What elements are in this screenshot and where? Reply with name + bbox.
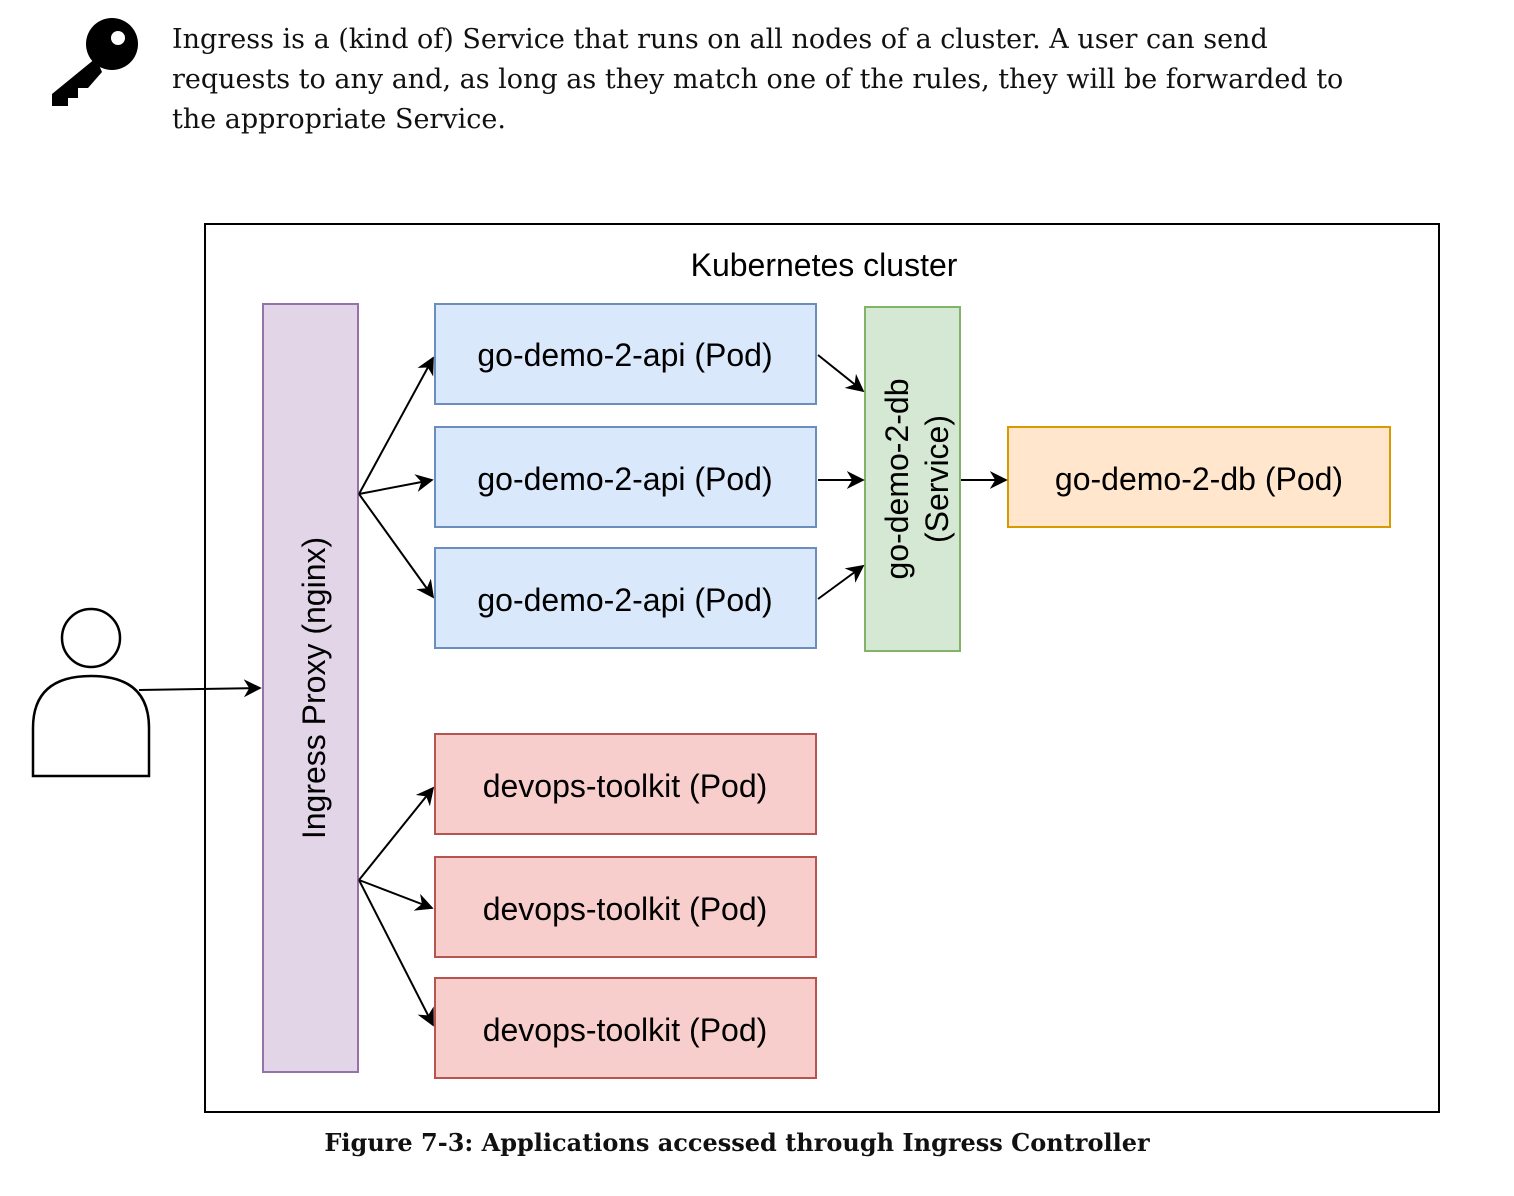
api-pod-3-label: go-demo-2-api (Pod) bbox=[477, 582, 772, 618]
ingress-to-api-1-arrow bbox=[358, 356, 434, 495]
toolkit-pod-3-box bbox=[434, 977, 817, 1079]
toolkit-pod-2-label: devops-toolkit (Pod) bbox=[483, 891, 768, 927]
api-pod-1-box bbox=[434, 303, 817, 405]
tip-text: Ingress is a (kind of) Service that runs… bbox=[172, 24, 1344, 135]
cluster-frame bbox=[204, 223, 1440, 1113]
toolkit-pod-3-label: devops-toolkit (Pod) bbox=[483, 1012, 768, 1048]
toolkit-pod-1-label: devops-toolkit (Pod) bbox=[483, 768, 768, 804]
toolkit-pod-2-box bbox=[434, 856, 817, 958]
ingress-to-toolkit-2-arrow bbox=[358, 879, 434, 911]
ingress-proxy-label: Ingress Proxy (nginx) bbox=[296, 537, 332, 839]
api-1-to-service-arrow bbox=[817, 354, 865, 393]
api-3-to-service-arrow bbox=[817, 564, 865, 600]
api-pod-2-label: go-demo-2-api (Pod) bbox=[477, 461, 772, 497]
ingress-to-toolkit-1-arrow bbox=[358, 786, 435, 881]
db-service-label-line1: go-demo-2-db bbox=[879, 379, 915, 580]
ingress-to-toolkit-3-arrow bbox=[358, 879, 434, 1027]
api-pod-1-label: go-demo-2-api (Pod) bbox=[477, 337, 772, 373]
db-service-box bbox=[864, 306, 961, 652]
api-pod-3-box bbox=[434, 547, 817, 649]
db-service-label-line2: (Service) bbox=[919, 415, 955, 543]
user-to-ingress-arrow bbox=[138, 679, 262, 698]
db-pod-box bbox=[1007, 426, 1391, 528]
ingress-to-api-2-arrow bbox=[358, 474, 434, 495]
toolkit-pod-1-box bbox=[434, 733, 817, 835]
figure-caption: Figure 7-3: Applications accessed throug… bbox=[324, 1128, 1150, 1157]
user-icon bbox=[31, 607, 151, 778]
key-icon bbox=[52, 18, 138, 106]
ingress-proxy-box bbox=[262, 303, 359, 1073]
api-pod-2-box bbox=[434, 426, 817, 528]
db-pod-label: go-demo-2-db (Pod) bbox=[1055, 461, 1343, 497]
cluster-label: Kubernetes cluster bbox=[691, 247, 958, 283]
kubernetes-diagram: Kubernetes cluster Ingress Proxy (nginx)… bbox=[31, 223, 1440, 1113]
ingress-to-api-3-arrow bbox=[358, 493, 435, 599]
